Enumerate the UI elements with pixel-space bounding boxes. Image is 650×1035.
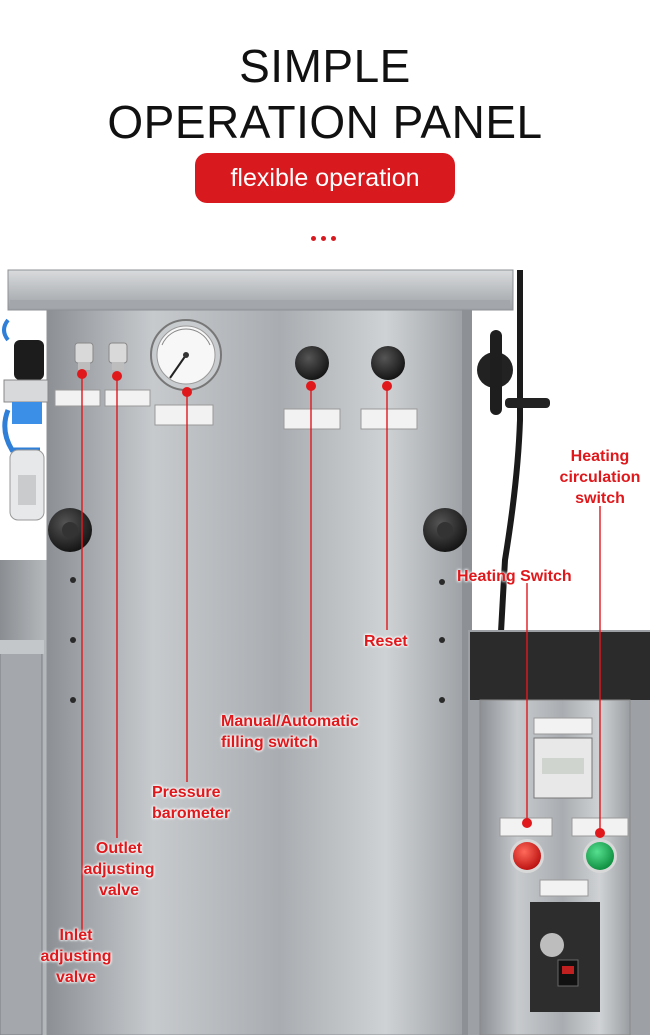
gauge-plate [154,404,214,426]
pressure-barometer-label: Pressure barometer [152,784,231,822]
top-lid [7,269,514,311]
leader-dots [77,369,605,838]
outlet-valve-plate [104,389,151,407]
page-title-line-2: OPERATION PANEL [107,96,543,148]
inlet-valve-plate [54,389,101,407]
air-filter-regulator [2,318,49,521]
door-latch-left [48,508,92,552]
page-title-line-1: SIMPLE [239,40,411,92]
heating-switch-label: Heating Switch [457,568,572,585]
machine-photo [0,268,650,1035]
door-latch-right [423,508,467,552]
hinge-holes [70,577,445,703]
leader-lines [81,374,601,932]
inlet-valve-label: Inlet adjusting valve [40,927,112,986]
left-side-panel [0,560,48,1035]
outlet-valve-label: Outlet adjusting valve [83,840,155,899]
decorative-dots [311,228,341,246]
manual-automatic-label: Manual/Automatic filling switch [221,713,359,751]
manual-automatic-knob [295,346,329,380]
manual-automatic-plate [283,408,341,430]
heating-circulation-switch-label: Heating circulation switch [559,448,641,507]
pressure-gauge [150,319,222,391]
reset-knob [371,346,405,380]
outlet-valve-knob [108,342,128,370]
header: SIMPLE OPERATION PANEL flexible operatio… [0,0,650,270]
flexible-operation-badge: flexible operation [195,153,455,203]
reset-plate [360,408,418,430]
inlet-valve-knob [74,342,94,370]
reset-label: Reset [364,633,408,650]
handwheel [477,330,550,415]
control-box [468,630,650,1035]
